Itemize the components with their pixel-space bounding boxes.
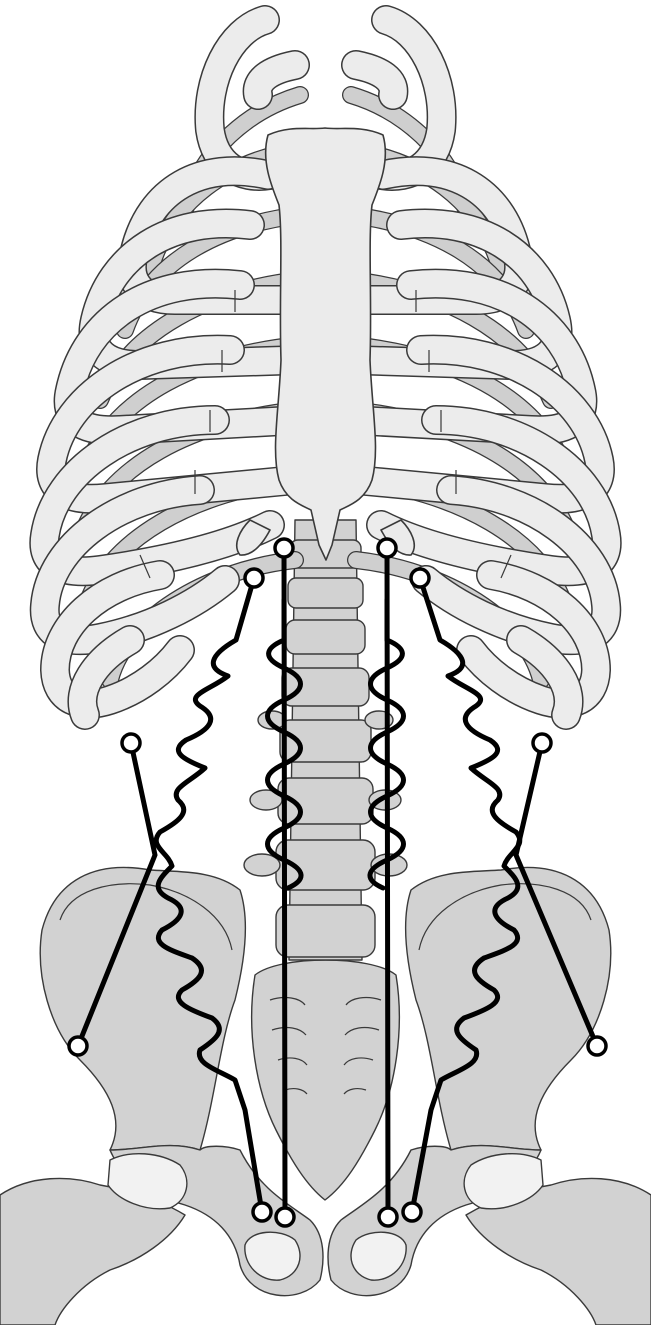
- node-right-sternal: [378, 539, 396, 557]
- node-left-iliac-crest: [69, 1037, 87, 1055]
- node-right-costal: [411, 569, 429, 587]
- link-left-inner: [284, 548, 285, 1217]
- link-right-inner: [387, 548, 388, 1217]
- node-left-pubic-outer: [253, 1203, 271, 1221]
- sacrum: [252, 960, 400, 1200]
- node-left-sternal: [275, 539, 293, 557]
- node-left-lateral-rib: [122, 734, 140, 752]
- lumbar-spine: [244, 520, 407, 960]
- node-right-pubic-outer: [403, 1203, 421, 1221]
- node-right-lateral-rib: [533, 734, 551, 752]
- node-left-costal: [245, 569, 263, 587]
- left-iliac-wing: [40, 868, 245, 1151]
- node-right-iliac-crest: [588, 1037, 606, 1055]
- node-right-pubic-inner: [379, 1208, 397, 1226]
- node-left-pubic-inner: [276, 1208, 294, 1226]
